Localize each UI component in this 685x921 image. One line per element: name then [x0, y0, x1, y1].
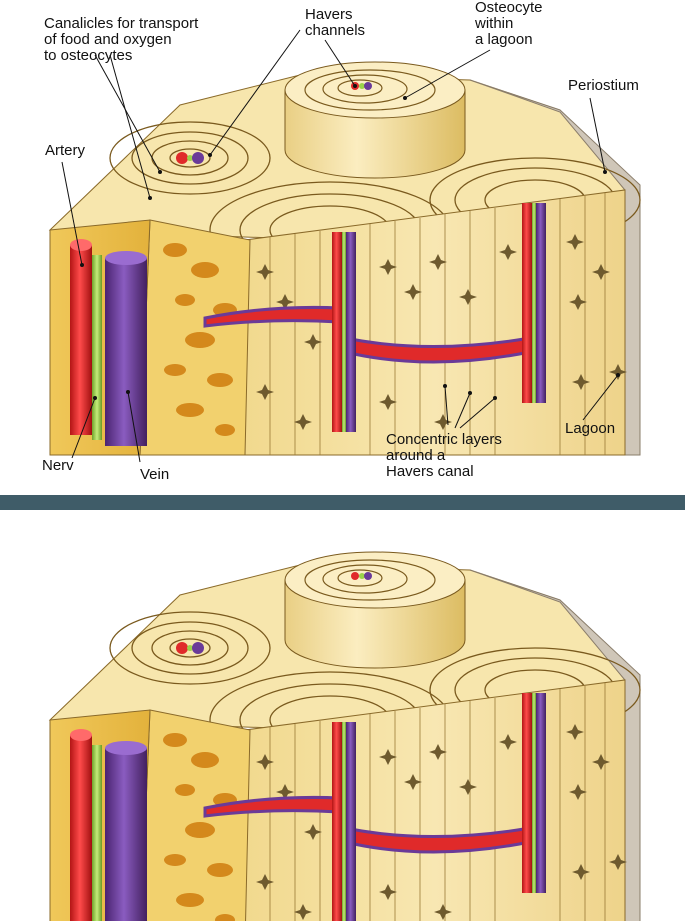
nerve-vessel — [92, 255, 102, 440]
bone-illustration-labeled — [48, 29, 641, 463]
label-concentric-layers: Concentric layers around a Havers canal — [386, 431, 502, 480]
artery-vessel — [70, 245, 92, 435]
label-periostium: Periostium — [568, 77, 639, 94]
label-canalicles: Canalicles for transport of food and oxy… — [44, 15, 199, 64]
labeled-diagram-panel: Canalicles for transport of food and oxy… — [42, 0, 641, 483]
vein-vessel — [105, 258, 147, 446]
periosteum-layer — [469, 79, 641, 456]
label-lagoon: Lagoon — [565, 420, 616, 437]
panel-divider — [0, 495, 685, 510]
label-havers-channels: Havers channels — [305, 6, 366, 39]
havers-canal-left — [176, 152, 188, 164]
leader-lines — [61, 29, 619, 463]
spongy-pores — [163, 243, 237, 436]
label-osteocyte: Osteocyte within a lagoon — [475, 0, 543, 48]
osteocytes — [256, 234, 627, 430]
label-vein: Vein — [140, 466, 170, 483]
lamellae-lines — [269, 193, 606, 455]
bone-illustration-unlabeled — [48, 551, 641, 921]
osteon-cylinder-top — [284, 61, 466, 119]
label-nerv: Nerv — [42, 457, 74, 474]
unlabeled-diagram-panel — [0, 510, 685, 921]
label-artery: Artery — [45, 142, 86, 159]
